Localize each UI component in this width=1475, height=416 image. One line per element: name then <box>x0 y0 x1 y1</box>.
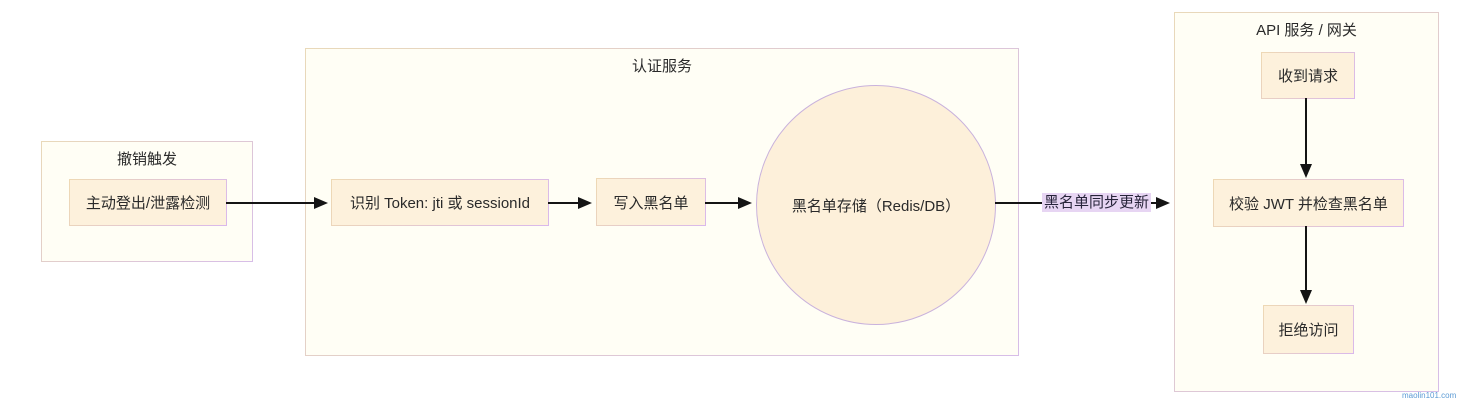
arrow-verify-to-deny-line <box>1305 226 1307 290</box>
container-title-revocation-trigger: 撤销触发 <box>116 151 177 168</box>
container-auth-service: 认证服务 识别 Token: jti 或 sessionId 写入黑名单 黑名单… <box>305 48 1019 356</box>
node-logout-leak-detect: 主动登出/泄露检测 <box>69 179 227 226</box>
node-identify-token: 识别 Token: jti 或 sessionId <box>331 179 549 226</box>
container-title-auth-service: 认证服务 <box>631 58 692 75</box>
container-title-api-gateway: API 服务 / 网关 <box>1256 22 1357 39</box>
node-write-blacklist: 写入黑名单 <box>596 178 706 226</box>
node-blacklist-store: 黑名单存储（Redis/DB） <box>756 85 996 325</box>
container-api-gateway: API 服务 / 网关 收到请求 校验 JWT 并检查黑名单 拒绝访问 <box>1174 12 1439 392</box>
arrow-write-to-store-line <box>705 202 738 204</box>
arrow-receive-to-verify-line <box>1305 98 1307 164</box>
arrow-identify-to-write-line <box>548 202 578 204</box>
arrow-identify-to-write-head <box>578 197 592 209</box>
arrow-verify-to-deny-head <box>1300 290 1312 304</box>
watermark: maolin101.com <box>1402 391 1457 400</box>
edge-label-blacklist-sync: 黑名单同步更新 <box>1042 193 1152 212</box>
node-receive-request: 收到请求 <box>1261 52 1355 99</box>
arrow-trigger-to-identify-line <box>226 202 314 204</box>
arrow-store-to-api-head <box>1156 197 1170 209</box>
container-revocation-trigger: 撤销触发 主动登出/泄露检测 <box>41 141 253 262</box>
arrow-receive-to-verify-head <box>1300 164 1312 178</box>
arrow-write-to-store-head <box>738 197 752 209</box>
node-deny-access: 拒绝访问 <box>1263 305 1354 354</box>
node-verify-jwt-check-blacklist: 校验 JWT 并检查黑名单 <box>1213 179 1404 227</box>
arrow-trigger-to-identify-head <box>314 197 328 209</box>
